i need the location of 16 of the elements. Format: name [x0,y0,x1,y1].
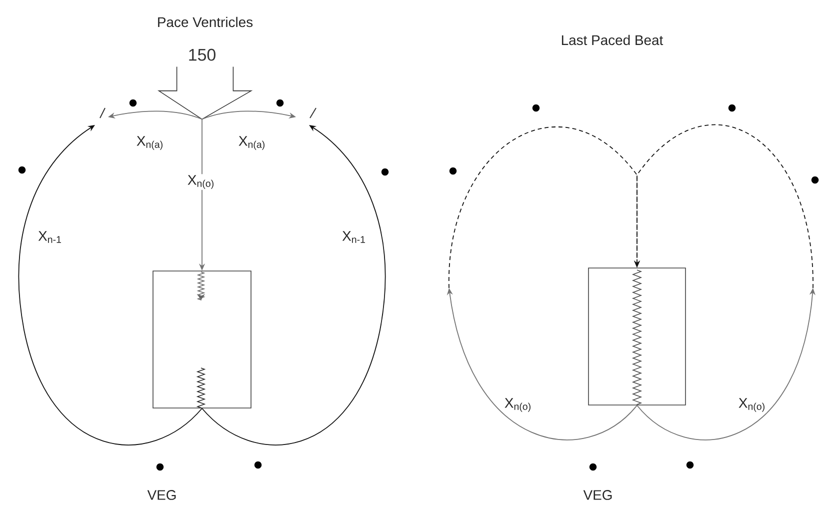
site-label: VEG [147,490,176,500]
edge-label: X$_{n(a)}$ [135,135,165,151]
edge-label: X$_{n(o)}$ [503,397,533,413]
edge-label: X$_{n-1}$ [37,230,63,244]
box [152,270,252,408]
panel-title: Last Paced Beat [562,34,664,46]
arrow [202,125,386,446]
edge-label: X$_{n-1}$ [341,230,367,244]
box [588,268,686,406]
site-label: VEG [583,490,612,500]
panel-title: Pace Ventricles [158,16,253,28]
edge-label: X$_{n(o)}$ [186,174,216,190]
arrow [448,126,640,288]
edge-label: X$_{n(o)}$ [737,397,767,413]
arrow [18,125,202,446]
edge-label: X$_{n(a)}$ [237,135,267,151]
